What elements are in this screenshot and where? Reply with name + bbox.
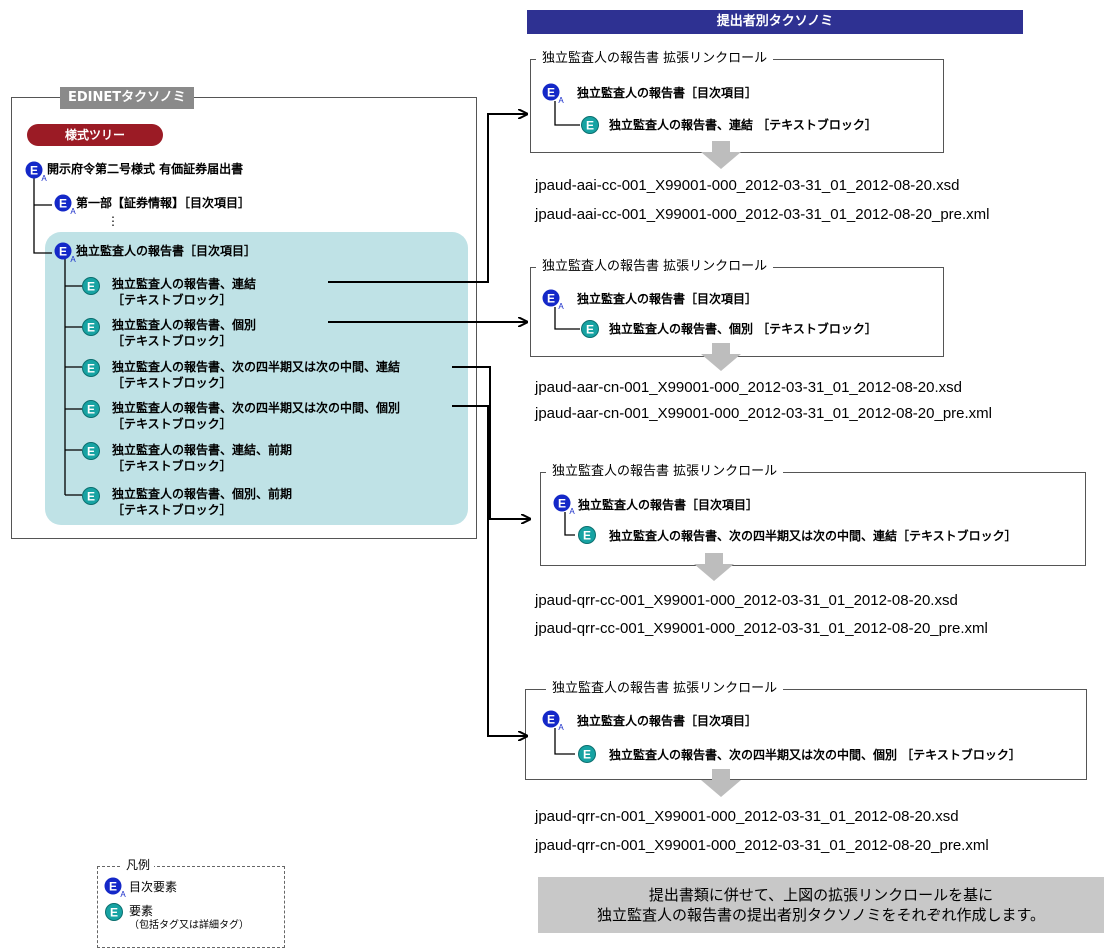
footer-note: 提出書類に併せて、上図の拡張リンクロールを基に 独立監査人の報告書の提出者別タク… (538, 877, 1104, 933)
xsd-filename-1: jpaud-aai-cc-001_X99001-000_2012-03-31_0… (535, 177, 960, 194)
element-icon: E (577, 525, 597, 549)
audit-report-label: 独立監査人の報告書［目次項目］ (76, 244, 257, 258)
item-individual: 独立監査人の報告書、個別［テキストブロック］ (112, 318, 257, 348)
role-parent-2: 独立監査人の報告書［目次項目］ (577, 292, 758, 306)
audit-report-highlight (45, 232, 468, 525)
legend-toc-label: 目次要素 (129, 880, 178, 894)
svg-text:E: E (87, 490, 95, 504)
role-child-4: 独立監査人の報告書、次の四半期又は次の中間、個別 ［テキストブロック］ (609, 748, 1021, 762)
element-icon: E (577, 744, 597, 768)
part1-label: 第一部【証券情報】［目次項目］ (76, 196, 251, 210)
svg-text:A: A (558, 96, 564, 104)
down-arrow-icon (694, 553, 734, 581)
svg-text:A: A (569, 507, 575, 515)
item-next-quarter-individual: 独立監査人の報告書、次の四半期又は次の中間、個別［テキストブロック］ (112, 401, 401, 431)
down-arrow-icon (701, 141, 741, 169)
down-arrow-icon (701, 769, 741, 797)
role-parent-3: 独立監査人の報告書［目次項目］ (578, 498, 759, 512)
element-icon: E (81, 276, 101, 300)
svg-text:A: A (70, 255, 76, 263)
pre-filename-2: jpaud-aar-cn-001_X99001-000_2012-03-31_0… (535, 405, 993, 422)
item-next-quarter-consolidated: 独立監査人の報告書、次の四半期又は次の中間、連結［テキストブロック］ (112, 360, 401, 390)
svg-text:E: E (87, 403, 95, 417)
footer-line-2: 独立監査人の報告書の提出者別タクソノミをそれぞれ作成します。 (596, 906, 1046, 924)
svg-text:E: E (583, 529, 591, 543)
role-box-4 (525, 689, 1087, 780)
role-title-2: 独立監査人の報告書 拡張リンクロール (536, 259, 774, 275)
element-icon: E (81, 358, 101, 382)
role-box-3 (540, 472, 1086, 566)
role-box-1 (530, 59, 944, 153)
element-icon: E (81, 317, 101, 341)
svg-text:A: A (70, 207, 76, 215)
role-parent-1: 独立監査人の報告書［目次項目］ (577, 86, 758, 100)
svg-text:E: E (586, 119, 594, 133)
ellipsis: ⋮ (107, 214, 119, 228)
svg-text:E: E (87, 280, 95, 294)
legend-title: 凡例 (122, 857, 155, 873)
svg-text:A: A (41, 174, 47, 182)
svg-text:E: E (583, 748, 591, 762)
role-child-1: 独立監査人の報告書、連結 ［テキストブロック］ (609, 118, 877, 132)
svg-text:E: E (558, 497, 566, 511)
svg-text:E: E (109, 880, 117, 894)
role-parent-4: 独立監査人の報告書［目次項目］ (577, 714, 758, 728)
svg-text:E: E (87, 321, 95, 335)
svg-text:E: E (547, 86, 555, 100)
item-consolidated: 独立監査人の報告書、連結［テキストブロック］ (112, 277, 257, 307)
element-icon: E (104, 902, 124, 926)
role-title-1: 独立監査人の報告書 拡張リンクロール (536, 51, 774, 67)
svg-text:E: E (87, 362, 95, 376)
down-arrow-icon (701, 343, 741, 371)
pre-filename-1: jpaud-aai-cc-001_X99001-000_2012-03-31_0… (535, 206, 990, 223)
svg-text:E: E (30, 164, 38, 178)
pre-filename-4: jpaud-qrr-cn-001_X99001-000_2012-03-31_0… (535, 837, 989, 854)
filer-taxonomy-header: 提出者別タクソノミ (527, 10, 1023, 34)
role-title-3: 独立監査人の報告書 拡張リンクロール (546, 464, 784, 480)
legend-elem-label: 要素 (129, 904, 154, 918)
edinet-tab: EDINETタクソノミ (60, 87, 194, 109)
form-tree-pill: 様式ツリー (27, 124, 163, 146)
root-form-label: 開示府令第二号様式 有価証券届出書 (47, 162, 244, 176)
xsd-filename-4: jpaud-qrr-cn-001_X99001-000_2012-03-31_0… (535, 808, 959, 825)
item-consolidated-prior: 独立監査人の報告書、連結、前期［テキストブロック］ (112, 443, 293, 473)
svg-text:A: A (558, 302, 564, 310)
svg-text:E: E (87, 445, 95, 459)
svg-text:E: E (586, 323, 594, 337)
element-icon: E (81, 441, 101, 465)
tree-connectors (33, 178, 82, 496)
role-child-2: 独立監査人の報告書、個別 ［テキストブロック］ (609, 322, 877, 336)
element-icon: E (580, 319, 600, 343)
xsd-filename-2: jpaud-aar-cn-001_X99001-000_2012-03-31_0… (535, 379, 962, 396)
element-icon: E (81, 486, 101, 510)
role-box-2 (530, 267, 944, 357)
svg-text:E: E (110, 906, 118, 920)
element-icon: E (81, 399, 101, 423)
element-icon: E (580, 115, 600, 139)
svg-text:E: E (59, 197, 67, 211)
svg-text:A: A (558, 723, 564, 731)
svg-text:A: A (120, 890, 126, 898)
item-individual-prior: 独立監査人の報告書、個別、前期［テキストブロック］ (112, 487, 293, 517)
svg-text:E: E (547, 713, 555, 727)
svg-text:E: E (59, 245, 67, 259)
xsd-filename-3: jpaud-qrr-cc-001_X99001-000_2012-03-31_0… (535, 592, 958, 609)
pre-filename-3: jpaud-qrr-cc-001_X99001-000_2012-03-31_0… (535, 620, 988, 637)
role-child-3: 独立監査人の報告書、次の四半期又は次の中間、連結［テキストブロック］ (609, 529, 1017, 543)
role-title-4: 独立監査人の報告書 拡張リンクロール (546, 681, 784, 697)
footer-line-1: 提出書類に併せて、上図の拡張リンクロールを基に (648, 886, 994, 904)
svg-text:E: E (547, 292, 555, 306)
legend-elem-note: （包括タグ又は詳細タグ） (129, 920, 249, 931)
